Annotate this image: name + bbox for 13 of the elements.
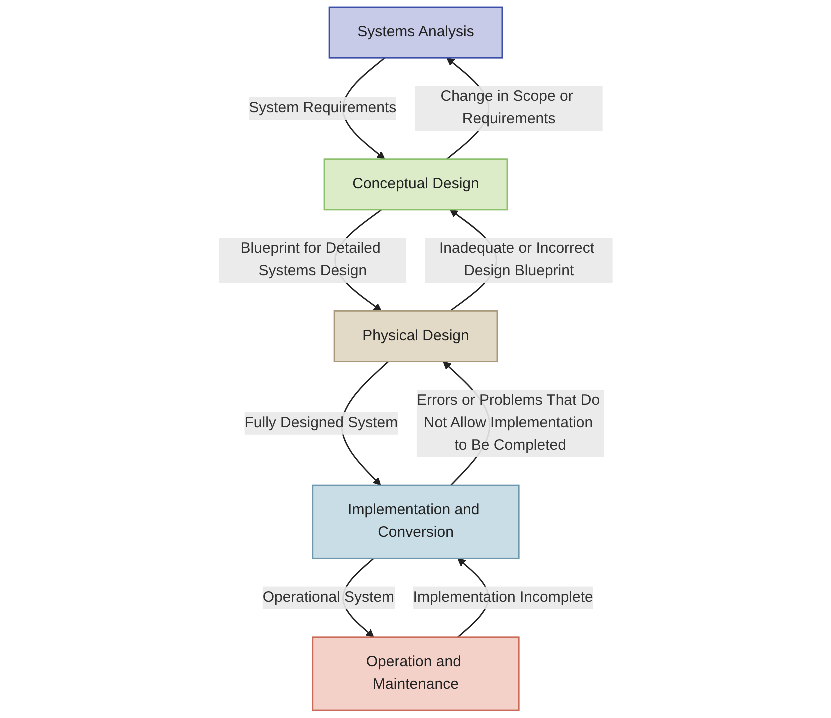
edge-label: Implementation Incomplete <box>412 590 593 606</box>
edge-label: Change in Scope or Requirements <box>440 89 573 128</box>
edge-label: Blueprint for Detailed Systems Design <box>240 240 380 280</box>
node-box: Operation and Maintenance <box>312 636 520 712</box>
node-box: Conceptual Design <box>323 158 508 211</box>
node-box: Physical Design <box>333 310 498 363</box>
node-box: Systems Analysis <box>328 6 503 59</box>
edge-label: Operational System <box>262 590 394 606</box>
edge-label: Inadequate or Incorrect Design Blueprint <box>438 240 594 280</box>
edge-label: System Requirements <box>248 100 396 116</box>
edge-label: Fully Designed System <box>244 415 398 432</box>
edge-label: Errors or Problems That Do Not Allow Implementation to Be Completed <box>416 392 600 454</box>
node-box: Implementation and Conversion <box>312 484 520 560</box>
